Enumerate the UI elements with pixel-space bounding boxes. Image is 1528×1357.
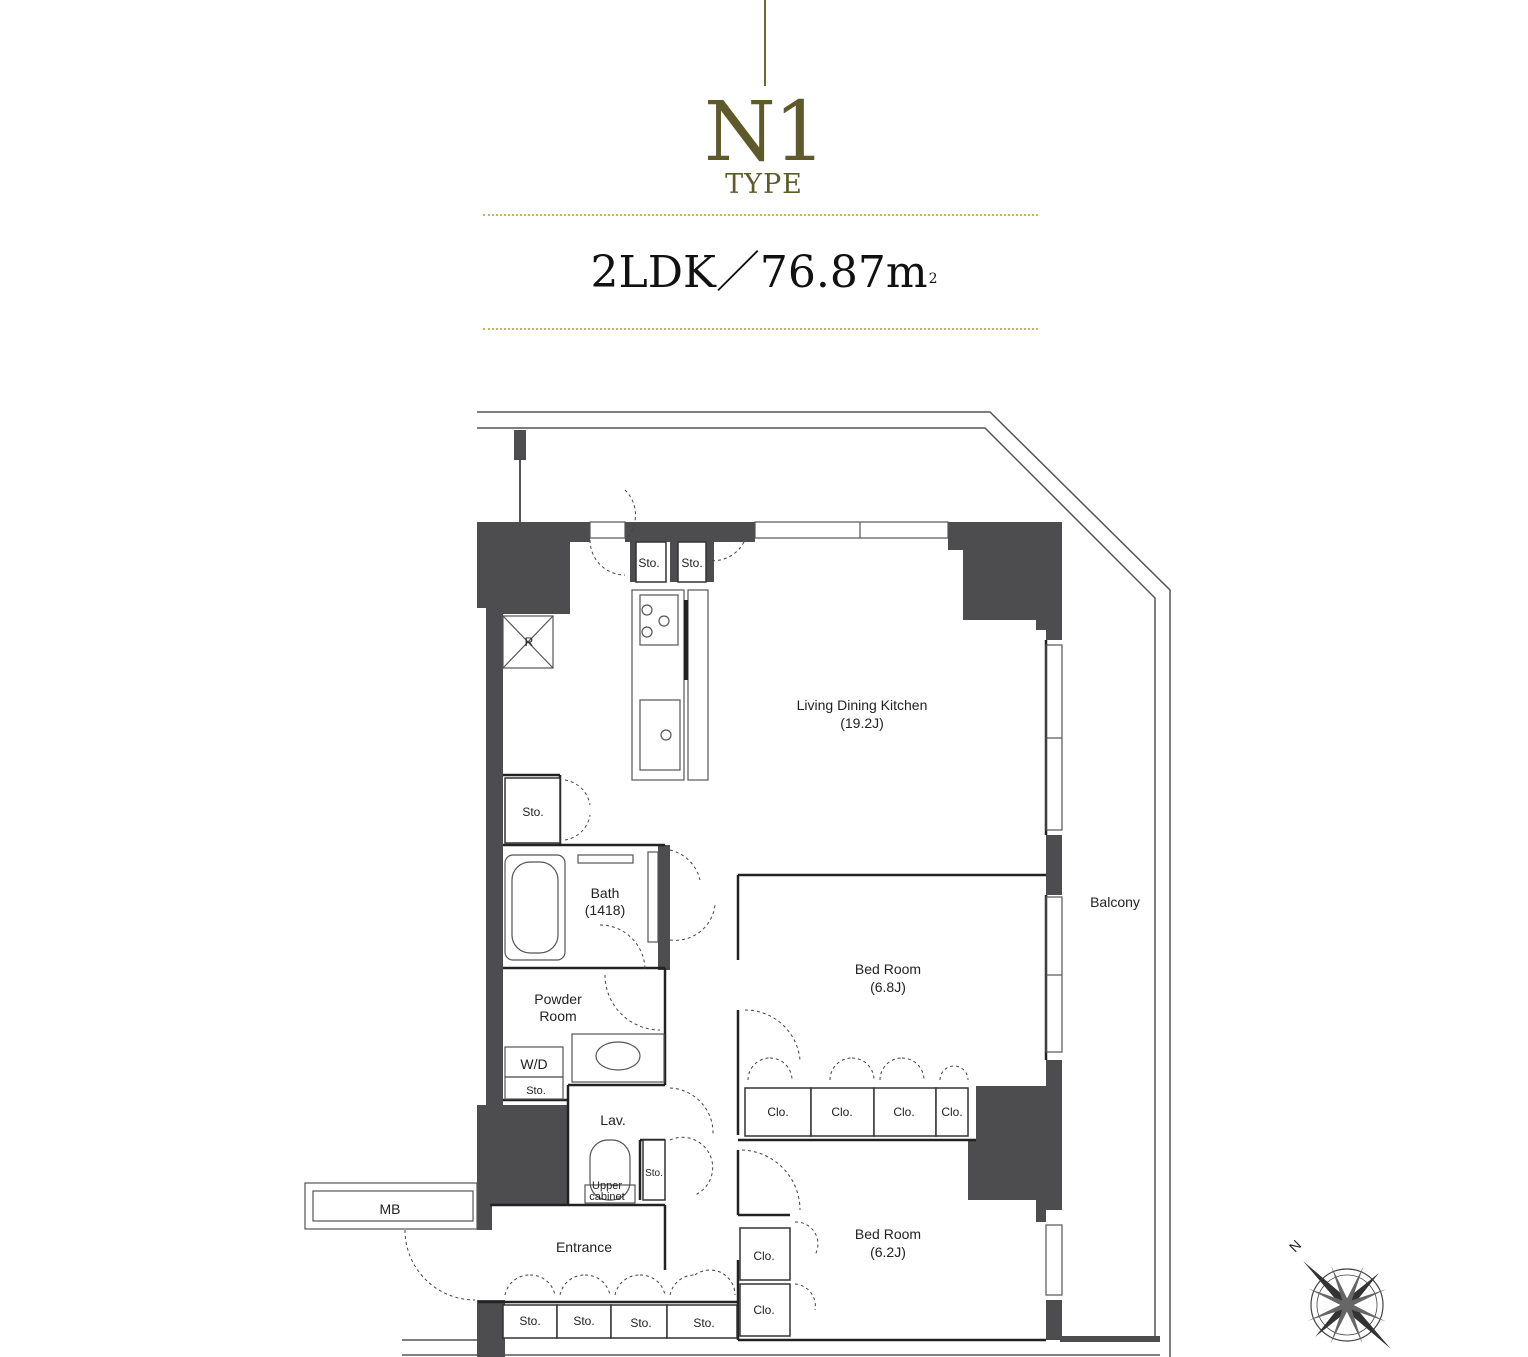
sto-label: Sto. (519, 1314, 540, 1328)
bath-size-label: (1418) (585, 902, 625, 918)
meter-box-label: MB (380, 1201, 401, 1217)
compass-rose-icon: N (1286, 1237, 1391, 1349)
powder-room-label-1: Powder (534, 991, 582, 1007)
clo-label: Clo. (893, 1105, 914, 1119)
upper-cabinet-label-1: Upper (592, 1180, 622, 1192)
bedroom-1-name-label: Bed Room (855, 961, 921, 977)
dotted-rule-top (483, 214, 1038, 216)
clo-label: Clo. (753, 1249, 774, 1263)
powder-room-label-2: Room (539, 1008, 576, 1024)
layout-code: 2LDK (590, 247, 716, 298)
area-unit-superscript: 2 (928, 271, 938, 287)
clo-label: Clo. (767, 1105, 788, 1119)
sto-label: Sto. (522, 805, 543, 819)
structural-walls (477, 522, 1160, 1357)
ldk-name-label: Living Dining Kitchen (797, 697, 928, 713)
area-unit: m (885, 247, 928, 298)
storage-labels: Sto. Sto. Sto. Sto. Sto. Sto. Sto. Sto. … (519, 556, 962, 1330)
clo-label: Clo. (753, 1303, 774, 1317)
storage-boxes (502, 541, 969, 1339)
kitchen-counter (631, 589, 709, 781)
door-swings (404, 489, 969, 1311)
balcony-label: Balcony (1090, 894, 1140, 910)
sto-label: Sto. (630, 1316, 651, 1330)
dotted-rule-bottom (483, 328, 1038, 330)
bath-name-label: Bath (591, 885, 620, 901)
spec-separator: ／ (715, 247, 760, 298)
washer-dryer-label: W/D (520, 1056, 547, 1072)
sto-label: Sto. (526, 1085, 546, 1097)
sto-label: Sto. (573, 1314, 594, 1328)
bath-tub (504, 851, 659, 961)
sto-label: Sto. (638, 556, 659, 570)
entrance-label: Entrance (556, 1239, 612, 1255)
bedroom-2-size-label: (6.2J) (870, 1244, 906, 1260)
clo-label: Clo. (831, 1105, 852, 1119)
bedroom-1-size-label: (6.8J) (870, 979, 906, 995)
refrigerator-label: R (525, 635, 534, 649)
compass-north-label: N (1286, 1237, 1304, 1255)
header-divider-line (764, 0, 766, 86)
unit-type-word: TYPE (725, 169, 803, 200)
sto-label: Sto. (681, 556, 702, 570)
unit-spec: 2LDK／76.87m2 (0, 245, 1528, 301)
upper-cabinet-label-2: cabinet (589, 1191, 624, 1203)
bedroom-2-name-label: Bed Room (855, 1226, 921, 1242)
windows (589, 521, 1063, 1296)
unit-type-code: N1 (704, 85, 826, 180)
fixtures (304, 615, 665, 1230)
ldk-size-label: (19.2J) (840, 715, 884, 731)
lavatory-label: Lav. (600, 1112, 625, 1128)
clo-label: Clo. (941, 1105, 962, 1119)
sto-label: Sto. (693, 1316, 714, 1330)
floor-area: 76.87 (759, 247, 886, 298)
sto-label: Sto. (645, 1168, 663, 1179)
balcony-post (514, 430, 526, 460)
